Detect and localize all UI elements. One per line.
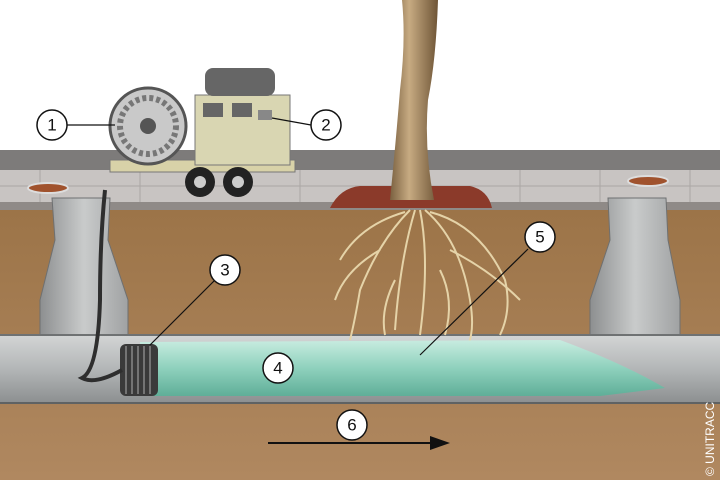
callout-number: 4 bbox=[273, 359, 282, 378]
callout-number: 3 bbox=[220, 261, 229, 280]
road bbox=[0, 150, 720, 170]
flow-arrow bbox=[268, 436, 450, 450]
manhole-cover-left bbox=[27, 182, 69, 194]
callout-number: 5 bbox=[535, 228, 544, 247]
callout-4: 4 bbox=[262, 352, 294, 384]
leader-lines bbox=[67, 117, 529, 356]
trailer bbox=[108, 68, 296, 197]
callout-number: 6 bbox=[347, 416, 356, 435]
engine bbox=[205, 68, 275, 96]
copyright-text: © UNITRACC bbox=[703, 401, 717, 476]
liner-head bbox=[120, 344, 158, 396]
hose bbox=[77, 189, 123, 383]
callout-2: 2 bbox=[310, 109, 342, 141]
callout-1: 1 bbox=[36, 109, 68, 141]
callout-number: 1 bbox=[47, 116, 56, 135]
callout-3: 3 bbox=[209, 254, 241, 286]
callout-6: 6 bbox=[336, 409, 368, 441]
callout-5: 5 bbox=[524, 221, 556, 253]
sky bbox=[0, 0, 720, 150]
callout-number: 2 bbox=[321, 116, 330, 135]
manhole-cover-right bbox=[627, 175, 669, 187]
tree-roots bbox=[334, 209, 521, 346]
tree-trunk bbox=[390, 0, 438, 200]
